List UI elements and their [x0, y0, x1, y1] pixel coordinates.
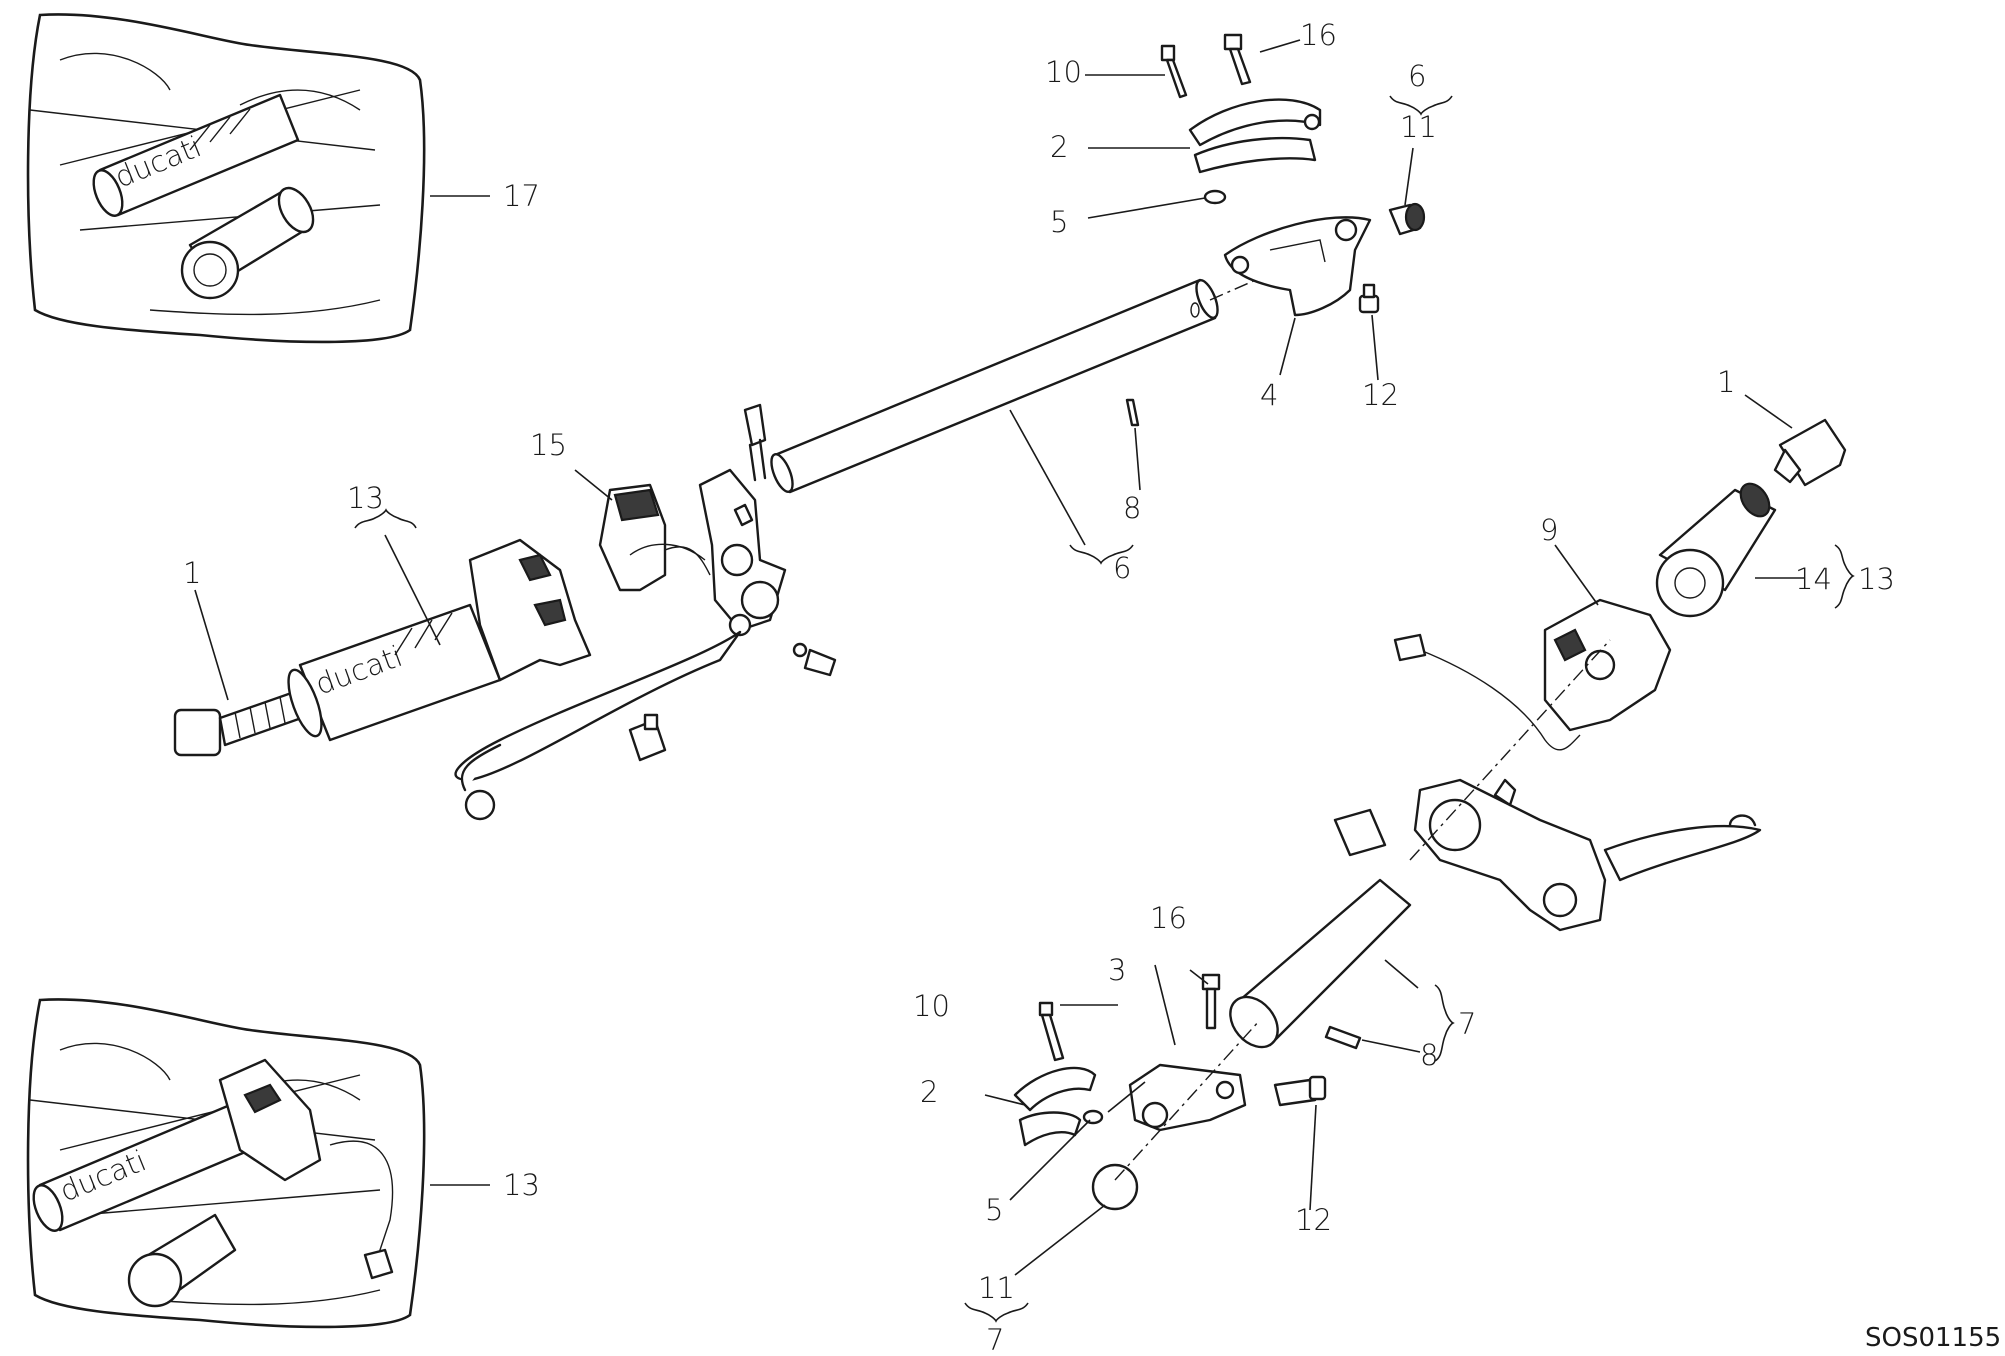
bolt-12-top: [1358, 283, 1380, 314]
callout-12-bottom: 12: [1295, 1203, 1332, 1237]
bolt-16-bottom: [1201, 973, 1221, 1030]
inset-switch-assembly: ducati: [26, 998, 426, 1329]
clutch-sensor-left: [628, 713, 667, 762]
callout-labels: 17 13 1 13 15 10 2 5 16 6 11 4 12 8 6 1 …: [183, 18, 2001, 1356]
clamp-cap-bottom: [1013, 1066, 1097, 1147]
callout-2-top: 2: [1050, 130, 1068, 164]
bolt-12-bottom: [1273, 1075, 1327, 1107]
callout-10-top: 10: [1045, 55, 1082, 89]
washer-5-top: [1203, 189, 1227, 205]
clutch-lever-assembly: [454, 403, 787, 821]
callout-13-inset: 13: [503, 1168, 540, 1202]
inset-grips-kit: ducati: [26, 13, 426, 344]
bolt-10-top: [1160, 44, 1188, 99]
callout-8-bottom: 8: [1420, 1038, 1438, 1072]
callout-9: 9: [1540, 513, 1558, 547]
callout-7-bottom: 7: [986, 1323, 1004, 1356]
lower-clamp-3: [1128, 1063, 1247, 1132]
bolt-16-top: [1223, 33, 1252, 86]
callout-15: 15: [530, 428, 567, 462]
callout-4: 4: [1260, 378, 1278, 412]
callout-17: 17: [503, 179, 540, 213]
callout-6-top: 6: [1408, 59, 1426, 93]
callout-11-top: 11: [1400, 110, 1437, 144]
callout-12-top: 12: [1362, 378, 1399, 412]
left-grip-assembly: ducati: [287, 538, 592, 742]
end-plug-11-top: [1388, 202, 1426, 236]
callout-10-bottom: 10: [913, 989, 950, 1023]
callout-8-top: 8: [1123, 491, 1141, 525]
leader-lines: [194, 39, 1805, 1276]
callout-5-bottom: 5: [985, 1193, 1003, 1227]
pin-8-top: [1125, 398, 1140, 427]
switch-housing-9: [1393, 598, 1672, 751]
drawing-code: SOS01155: [1865, 1323, 2001, 1353]
inset-grip-short: [180, 186, 315, 300]
axis-line-right: [1409, 639, 1611, 861]
callout-1-right: 1: [1717, 365, 1735, 399]
upper-clamp-left: [1223, 216, 1372, 317]
clamp-cap-top: [1188, 98, 1322, 174]
bolt-10-bottom: [1038, 1001, 1065, 1062]
pin-8-bottom: [1324, 1025, 1362, 1050]
end-plug-11-bottom: [1091, 1163, 1139, 1211]
callout-6-mid: 6: [1113, 551, 1131, 585]
switch-block-15: [598, 483, 711, 592]
callout-14: 14: [1795, 562, 1832, 596]
callout-2-bottom: 2: [920, 1075, 938, 1109]
callout-16-bottom: 16: [1150, 901, 1187, 935]
callout-11-bottom: 11: [978, 1271, 1015, 1305]
handlebar-tube-right: [1229, 878, 1412, 1049]
callout-7-right: 7: [1458, 1007, 1476, 1041]
bar-end-weight-left: [173, 688, 312, 757]
washer-5-bottom: [1082, 1109, 1104, 1125]
callout-1-left: 1: [183, 556, 201, 590]
callout-3: 3: [1108, 953, 1126, 987]
callout-5-top: 5: [1050, 205, 1068, 239]
brake-lever-assembly: [1333, 778, 1762, 932]
throttle-grip-14: [1655, 482, 1777, 618]
callout-16-top: 16: [1300, 18, 1337, 52]
callout-13-left: 13: [347, 481, 384, 515]
axis-line-bottom: [1114, 1019, 1261, 1181]
group-braces: [354, 95, 1855, 1323]
clutch-connector: [792, 642, 837, 677]
bar-end-weight-right: [1773, 418, 1847, 487]
handlebar-tube-left: [770, 278, 1219, 494]
callout-13-right: 13: [1858, 562, 1895, 596]
